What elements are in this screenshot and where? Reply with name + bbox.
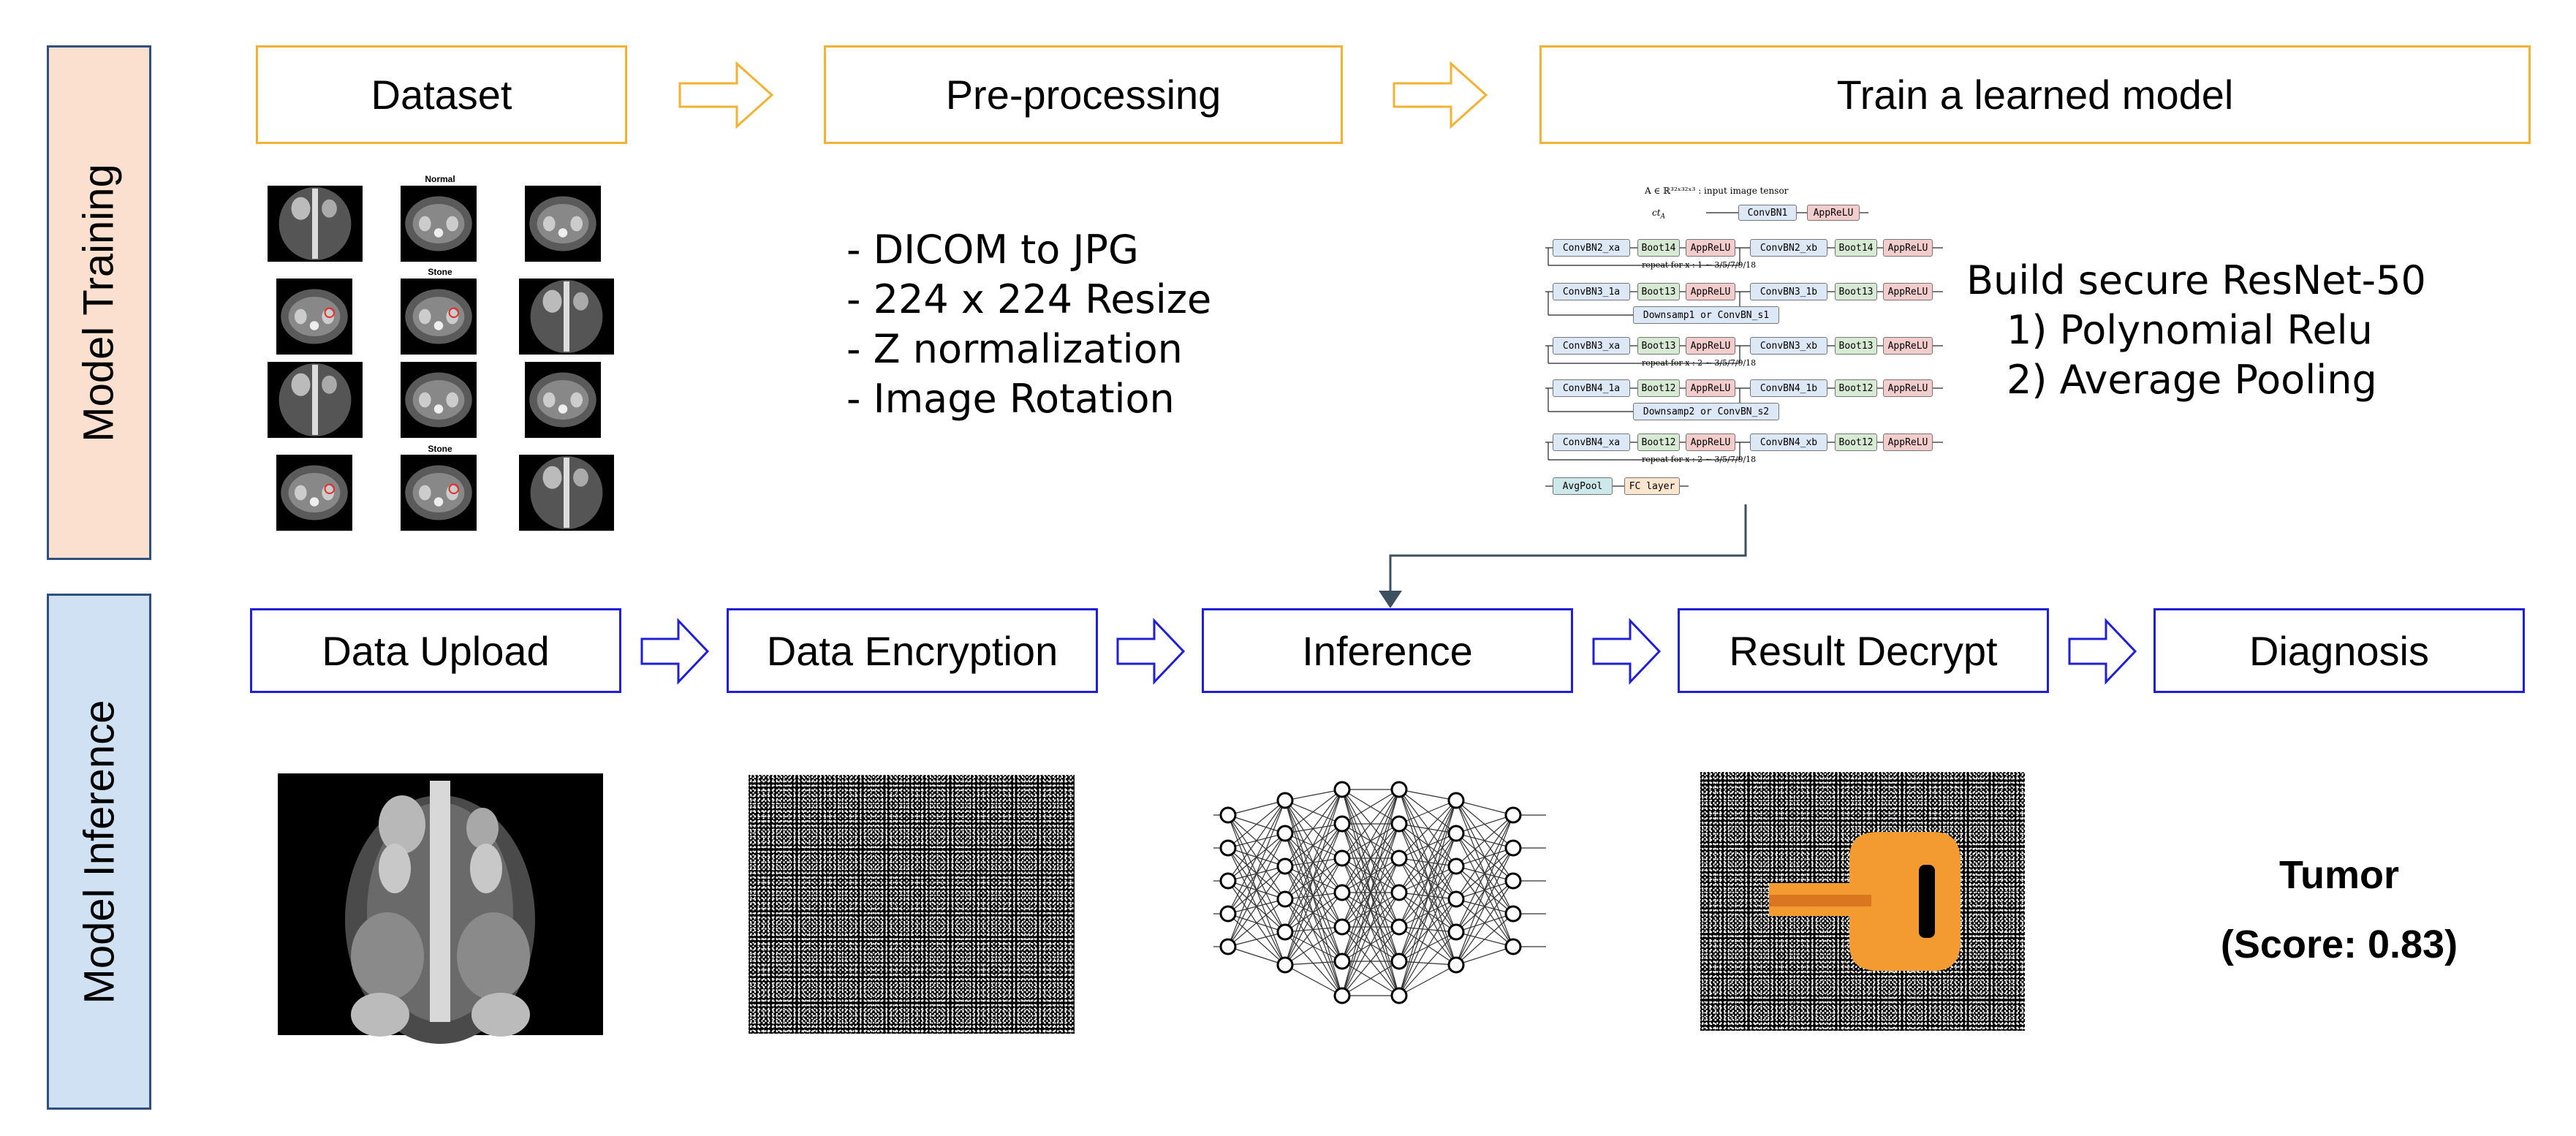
apprelu-block: AppReLU — [1686, 337, 1735, 355]
model-inference-text: Model Inference — [75, 700, 124, 1004]
preprocessing-step: - Image Rotation — [846, 376, 1175, 422]
boot14-block: Boot14 — [1835, 239, 1877, 257]
encrypted-noise-image — [749, 775, 1075, 1034]
convbn4-xa-block: ConvBN4_xa — [1553, 433, 1630, 451]
repeat-label: repeat for x : 2 ∼ 3/5/7/9/18 — [1642, 455, 1757, 464]
apprelu-block: AppReLU — [1883, 337, 1933, 355]
ct-thumbnail — [268, 186, 363, 262]
boot13-block: Boot13 — [1637, 283, 1680, 300]
resnet-diagram: A ∈ ℝ³²ˣ³²ˣ³ : input image tensor ctA Co… — [1542, 183, 1952, 504]
model-training-text: Model Training — [75, 163, 123, 442]
ct-thumbnail — [519, 455, 614, 531]
ct-thumbnail — [525, 186, 601, 262]
thumb-label-stone: Stone — [428, 267, 452, 277]
convbn3-1a-block: ConvBN3_1a — [1553, 283, 1630, 300]
thumb-label-normal: Normal — [425, 174, 455, 184]
model-desc-item-2: 2) Average Pooling — [2007, 357, 2377, 403]
resnet-input-line: A ∈ ℝ³²ˣ³²ˣ³ : input image tensor — [1645, 186, 1789, 196]
convbn3-xa-block: ConvBN3_xa — [1553, 337, 1630, 355]
thumb-label-stone-2: Stone — [428, 444, 452, 454]
boot12-block: Boot12 — [1637, 433, 1680, 451]
model-inference-side-label: Model Inference — [47, 594, 151, 1110]
arrow-inference-to-decrypt — [1592, 618, 1662, 685]
convbn2-xb-block: ConvBN2_xb — [1750, 239, 1827, 257]
convbn4-1b-block: ConvBN4_1b — [1750, 379, 1827, 397]
ct-thumbnail — [401, 279, 477, 355]
model-desc-title: Build secure ResNet-50 — [1966, 257, 2426, 303]
model-description: Build secure ResNet-50 1) Polynomial Rel… — [1966, 256, 2426, 405]
ct-thumbnail — [401, 455, 477, 531]
result-label: Tumor — [2279, 853, 2399, 897]
diagnosis-result: Tumor (Score: 0.83) — [2193, 841, 2485, 980]
repeat-label: repeat for x : 2 ∼ 3/5/7/9/18 — [1642, 358, 1757, 368]
preprocessing-step: - Z normalization — [846, 326, 1183, 372]
preprocessing-list: - DICOM to JPG - 224 x 224 Resize - Z no… — [846, 225, 1211, 424]
boot14-block: Boot14 — [1637, 239, 1680, 257]
apprelu-block: AppReLU — [1686, 433, 1735, 451]
convbn3-xb-block: ConvBN3_xb — [1750, 337, 1827, 355]
arrow-dataset-to-preprocessing — [678, 61, 774, 129]
inference-box: Inference — [1202, 608, 1573, 693]
apprelu-block: AppReLU — [1883, 379, 1933, 397]
arrow-preprocessing-to-train — [1393, 61, 1488, 129]
convbn4-xb-block: ConvBN4_xb — [1750, 433, 1827, 451]
fc-layer-block: FC layer — [1624, 477, 1680, 495]
preprocessing-box: Pre-processing — [824, 45, 1343, 144]
preprocessing-step: - DICOM to JPG — [846, 227, 1139, 273]
ct-thumbnail — [519, 279, 614, 355]
apprelu-block: AppReLU — [1883, 433, 1933, 451]
diagnosis-box: Diagnosis — [2153, 608, 2525, 693]
apprelu-block: AppReLU — [1686, 283, 1735, 300]
neural-network-diagram — [1213, 781, 1546, 1004]
key-icon — [1769, 832, 1961, 971]
convbn4-1a-block: ConvBN4_1a — [1553, 379, 1630, 397]
result-score: (Score: 0.83) — [2220, 923, 2458, 966]
apprelu-block: AppReLU — [1686, 239, 1735, 257]
train-model-box: Train a learned model — [1539, 45, 2531, 144]
boot13-block: Boot13 — [1835, 337, 1877, 355]
dataset-box: Dataset — [256, 45, 627, 144]
downsamp2-block: Downsamp2 or ConvBN_s2 — [1633, 403, 1779, 420]
boot12-block: Boot12 — [1637, 379, 1680, 397]
preprocessing-step: - 224 x 224 Resize — [846, 276, 1212, 322]
model-desc-item-1: 1) Polynomial Relu — [2007, 307, 2373, 353]
boot12-block: Boot12 — [1835, 433, 1877, 451]
convbn2-xa-block: ConvBN2_xa — [1553, 239, 1630, 257]
arrow-upload-to-encrypt — [640, 618, 710, 685]
ct-thumbnail — [401, 186, 477, 262]
downsamp1-block: Downsamp1 or ConvBN_s1 — [1633, 306, 1779, 324]
avgpool-block: AvgPool — [1553, 477, 1613, 495]
ct-thumbnail — [401, 362, 477, 438]
model-training-side-label: Model Training — [47, 45, 151, 560]
boot13-block: Boot13 — [1835, 283, 1877, 300]
convbn3-1b-block: ConvBN3_1b — [1750, 283, 1827, 300]
ct-scan-image — [278, 773, 603, 1044]
apprelu-block: AppReLU — [1686, 379, 1735, 397]
data-encryption-box: Data Encryption — [727, 608, 1098, 693]
resnet-connectors — [1545, 212, 1943, 487]
repeat-label: repeat for x : 1 ∼ 3/5/7/9/18 — [1642, 260, 1757, 270]
arrow-decrypt-to-diagnosis — [2068, 618, 2137, 685]
data-upload-box: Data Upload — [250, 608, 621, 693]
ct-thumbnail — [276, 455, 352, 531]
arrow-encrypt-to-inference — [1116, 618, 1186, 685]
apprelu-block: AppReLU — [1807, 205, 1860, 221]
boot12-block: Boot12 — [1835, 379, 1877, 397]
ct-thumbnail — [276, 279, 352, 355]
result-decrypt-box: Result Decrypt — [1678, 608, 2049, 693]
apprelu-block: AppReLU — [1883, 283, 1933, 300]
model-to-inference-connector — [1379, 504, 1747, 608]
resnet-ct-label: ctA — [1652, 208, 1666, 221]
ct-thumbnail — [268, 362, 363, 438]
ct-thumbnail — [525, 362, 601, 438]
convbn1-block: ConvBN1 — [1738, 205, 1797, 221]
boot13-block: Boot13 — [1637, 337, 1680, 355]
apprelu-block: AppReLU — [1883, 239, 1933, 257]
